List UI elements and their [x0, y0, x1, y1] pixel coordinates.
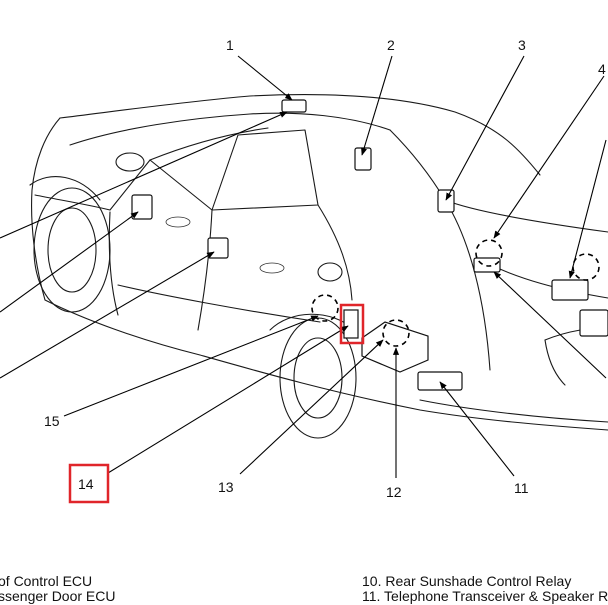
- component-roof-unit: [281, 99, 307, 113]
- rear-wheel: [269, 313, 357, 439]
- leader-line-rear-shelf: [568, 139, 607, 279]
- leader-line-3: [445, 55, 525, 201]
- component-rear-door: [207, 237, 229, 259]
- car-body-outline: [31, 94, 608, 431]
- legend-right-line-1: 10. Rear Sunshade Control Relay: [362, 573, 572, 589]
- dashed-circle-4: [475, 239, 503, 267]
- component-14: [343, 309, 359, 339]
- leader-line-rear-door: [0, 251, 215, 379]
- component-rear-shelf: [551, 279, 589, 301]
- dashed-circle-rear-shelf: [572, 253, 600, 281]
- callout-3: 3: [518, 37, 526, 53]
- callout-15: 15: [44, 413, 60, 429]
- fuel-lid: [317, 262, 343, 282]
- rear-door-handle: [259, 262, 285, 274]
- callout-2: 2: [387, 37, 395, 53]
- front-door-handle: [165, 216, 191, 228]
- component-12: [361, 321, 429, 373]
- front-wheel: [29, 176, 111, 313]
- leader-line-2: [361, 55, 393, 156]
- callout-13: 13: [218, 479, 234, 495]
- callout-4: 4: [598, 61, 606, 77]
- component-11: [417, 371, 463, 391]
- leader-line-1b: [0, 111, 288, 239]
- callout-11: 11: [514, 480, 529, 496]
- leader-line-4: [493, 75, 605, 239]
- side-mirror: [115, 152, 145, 172]
- component-3: [437, 189, 455, 213]
- leader-line-front-door: [0, 211, 139, 313]
- component-front-door: [131, 194, 153, 220]
- leader-line-4b: [493, 271, 607, 379]
- dashed-circle-15: [311, 294, 339, 322]
- dashed-circle-12: [382, 319, 410, 347]
- callout-12: 12: [386, 484, 402, 500]
- leader-line-1a: [237, 55, 293, 101]
- leader-line-14: [107, 325, 349, 474]
- leader-line-11: [439, 381, 515, 477]
- leader-line-13: [239, 339, 384, 475]
- highlight-box-component-14: [339, 303, 365, 345]
- legend-left-line-1: of Control ECU: [0, 573, 93, 589]
- highlight-box-label-14: [68, 463, 110, 504]
- callout-14: 14: [78, 476, 94, 492]
- component-right-edge: [579, 309, 608, 337]
- leader-line-15: [63, 315, 319, 417]
- callout-1: 1: [226, 37, 234, 53]
- component-4: [473, 257, 501, 273]
